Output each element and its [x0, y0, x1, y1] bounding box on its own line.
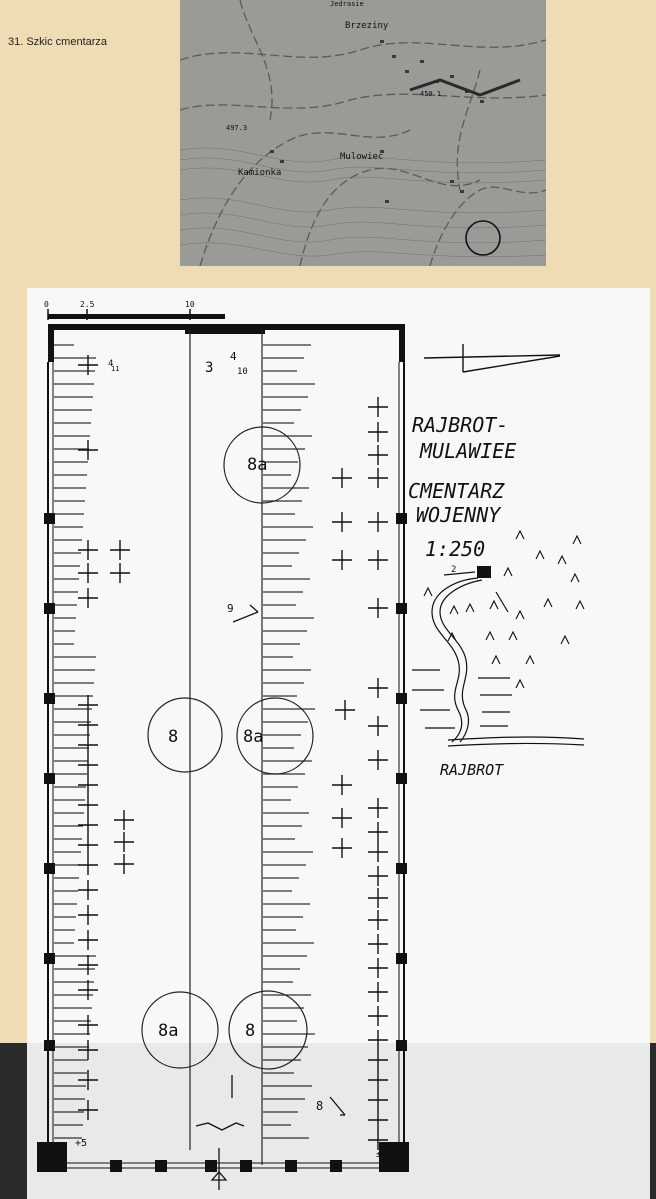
forest-mark [570, 572, 580, 583]
forest-mark [572, 534, 582, 545]
level-right: ±0 [376, 1150, 387, 1160]
map-top-fragment: Jedrasie [330, 0, 364, 8]
forest-mark [557, 554, 567, 565]
plan-scale: 1:250 [425, 537, 485, 561]
north-arrow [423, 344, 561, 373]
wall-post [44, 693, 55, 704]
grave-circle-1 [223, 426, 301, 504]
wall-post [44, 513, 55, 524]
gate-post [330, 1160, 342, 1172]
map-height-497: 497.3 [226, 124, 247, 132]
forest-mark [465, 602, 475, 613]
wall-post [396, 953, 407, 964]
mark-top-sub: 11 [111, 365, 119, 373]
plan-subtitle-line2: WOJENNY [416, 503, 502, 527]
gate-post [285, 1160, 297, 1172]
figure-caption: 31. Szkic cmentarza [8, 36, 108, 48]
grave-label-3: 8a [243, 727, 263, 747]
mark-center-3: 3 [205, 360, 213, 376]
mark-center-4: 4 [230, 350, 237, 363]
plan-title-line1: RAJBROT- [412, 413, 508, 437]
mass-graves [141, 426, 314, 1070]
forest-mark [575, 599, 585, 610]
grave-label-5: 8 [245, 1021, 255, 1041]
forest-mark [491, 654, 501, 665]
grave-circle-2 [147, 697, 223, 773]
forest-mark [515, 529, 525, 540]
scale-bar: 0 2.5 10 [44, 300, 225, 320]
mark-center-10: 10 [237, 367, 248, 377]
forest-mark [489, 599, 499, 610]
wall-post [396, 863, 407, 874]
forest-mark [535, 549, 545, 560]
wall-post [44, 1040, 55, 1051]
forest-mark [543, 597, 553, 608]
mark-8-arrow: 8 [316, 1099, 323, 1113]
forest-mark [485, 630, 495, 641]
wall-post [396, 603, 407, 614]
wall-post [396, 693, 407, 704]
gate-post [155, 1160, 167, 1172]
forest-mark [449, 604, 459, 615]
wall-post [44, 773, 55, 784]
grave-circle-5 [228, 990, 308, 1070]
forest-mark [447, 631, 457, 642]
forest-mark [525, 654, 535, 665]
wall-post [44, 603, 55, 614]
map-label-kamionka: Kamionka [238, 168, 281, 178]
level-left: +5 [75, 1138, 87, 1149]
forest-mark [515, 678, 525, 689]
mark-top: 4 [108, 359, 113, 369]
wall-posts [37, 513, 409, 1172]
map-label-mulowiec: Mulowiec [340, 152, 383, 162]
grave-label-2: 8 [168, 727, 178, 747]
gate-post [240, 1160, 252, 1172]
plan-title-line2: MULAWIEE [419, 439, 516, 463]
wall-post [44, 863, 55, 874]
gate-post [110, 1160, 122, 1172]
forest-mark [560, 634, 570, 645]
grave-circle-3 [236, 697, 314, 775]
topographic-map-photo: Brzeziny Kamionka Mulowiec 497.3 450.1 J… [180, 0, 546, 266]
locator-mark-2: 2 [451, 565, 456, 575]
map-height-450: 450.1 [420, 90, 441, 98]
plan-subtitle-line1: CMENTARZ [408, 479, 505, 503]
forest-mark [503, 566, 513, 577]
map-label-brzeziny: Brzeziny [345, 21, 389, 31]
locator-sketch: 2 [412, 529, 585, 747]
wall-post [396, 1040, 407, 1051]
corner-post [379, 1142, 409, 1172]
river-name: RAJBROT [440, 761, 504, 779]
wall-post [396, 513, 407, 524]
scale-tick-2-5: 2.5 [80, 300, 95, 309]
grave-label-1: 8a [247, 455, 267, 475]
forest-mark [423, 586, 433, 597]
wall-post [44, 953, 55, 964]
wall-post [396, 773, 407, 784]
forest-mark [515, 609, 525, 620]
scale-tick-10: 10 [185, 300, 195, 309]
scale-tick-0: 0 [44, 300, 49, 309]
plan-sheet-lower-part [27, 1043, 650, 1199]
gate-post [205, 1160, 217, 1172]
mark-9: 9 [227, 602, 234, 615]
corner-post [37, 1142, 67, 1172]
grave-crosses [78, 355, 388, 1150]
grave-row-ticks [54, 344, 315, 1139]
forest-mark [508, 630, 518, 641]
grave-label-4: 8a [158, 1021, 178, 1041]
grave-circle-4 [141, 991, 219, 1069]
